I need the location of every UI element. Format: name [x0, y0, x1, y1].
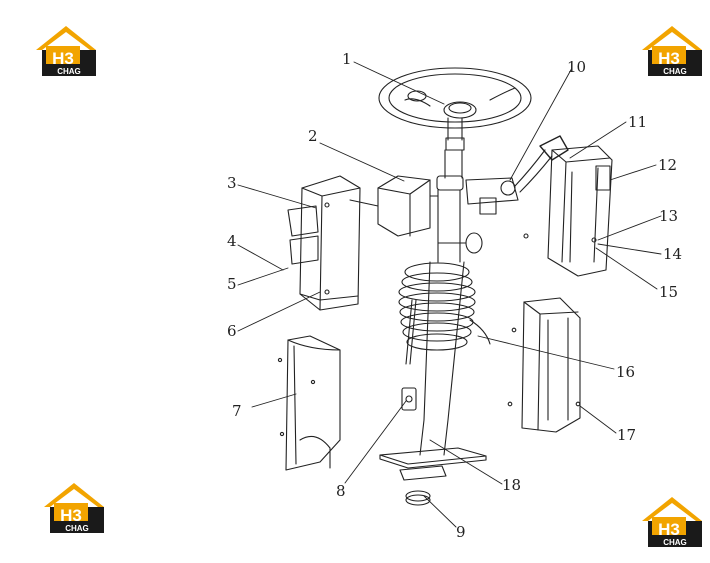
logo-mark: H3	[52, 49, 74, 68]
callout-2: 2	[308, 127, 318, 145]
callout-16: 16	[616, 363, 635, 381]
callout-14: 14	[663, 245, 682, 263]
upper-left-shroud	[287, 175, 361, 311]
callout-15: 15	[659, 283, 678, 301]
mounting-plate	[379, 447, 487, 506]
logo-mark: H3	[60, 506, 82, 525]
callout-numbers: 1 2 3 4 5 6 7 8 9 10 11 12 13 14 15 16 1…	[227, 50, 682, 541]
control-box	[349, 175, 439, 237]
callout-13: 13	[659, 207, 678, 225]
mounting-clip	[401, 387, 417, 411]
callout-3: 3	[227, 174, 237, 192]
lower-left-shroud	[277, 335, 341, 471]
column-boot	[398, 262, 491, 365]
callout-6: 6	[227, 322, 237, 340]
callout-10: 10	[567, 58, 586, 76]
callout-4: 4	[227, 232, 237, 250]
logo-top-left: H3 CHAG	[36, 26, 96, 76]
steering-column	[419, 149, 483, 456]
callout-9: 9	[456, 523, 466, 541]
combination-switch	[465, 135, 569, 215]
logo-mark: H3	[658, 49, 680, 68]
callout-18: 18	[502, 476, 521, 494]
lower-right-shroud	[507, 297, 581, 433]
callout-7: 7	[232, 402, 242, 420]
callout-5: 5	[227, 275, 237, 293]
logo-top-right: H3 CHAG	[642, 26, 702, 76]
logo-mark: H3	[658, 520, 680, 539]
callout-8: 8	[336, 482, 346, 500]
logo-brand: CHAG	[57, 67, 81, 76]
logo-bottom-left: H3 CHAG	[44, 483, 104, 533]
logo-bottom-right: H3 CHAG	[642, 497, 702, 547]
logo-brand: CHAG	[663, 67, 687, 76]
callout-11: 11	[628, 113, 647, 131]
callout-1: 1	[342, 50, 352, 68]
logo-brand: CHAG	[65, 524, 89, 533]
steering-wheel	[378, 67, 532, 151]
callout-17: 17	[617, 426, 636, 444]
leader-lines	[237, 61, 662, 528]
callout-12: 12	[658, 156, 677, 174]
logo-brand: CHAG	[663, 538, 687, 547]
upper-right-shroud	[523, 145, 613, 277]
